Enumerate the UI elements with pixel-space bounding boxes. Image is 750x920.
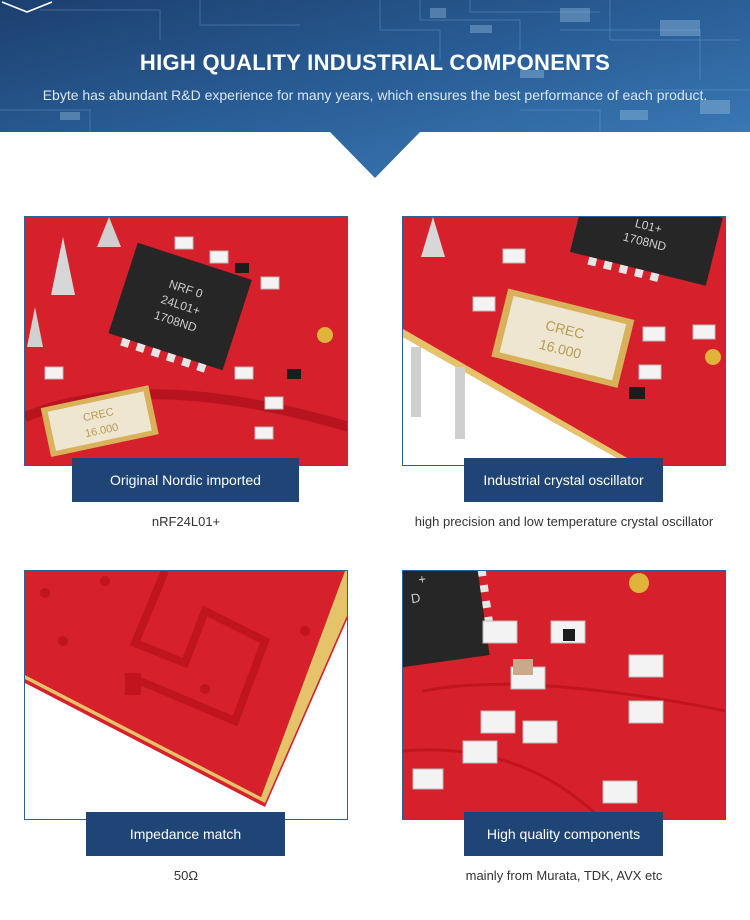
feature-label: Industrial crystal oscillator [464,458,663,502]
feature-card-nordic: NRF 0 24L01+ 1708ND CREC 16.000 Original [24,216,348,529]
page-subtitle: Ebyte has abundant R&D experience for ma… [42,87,708,103]
chevron-down-icon [1,1,53,13]
feature-caption: mainly from Murata, TDK, AVX etc [465,868,663,883]
feature-caption: 50Ω [173,868,199,883]
chip-marking-line: D [410,590,421,606]
chip-marking-line: + [417,571,427,587]
feature-card-components: + D High quality components mainly from … [402,570,726,883]
feature-caption: nRF24L01+ [151,514,221,529]
feature-label: Original Nordic imported [72,458,299,502]
feature-image-smd-components: + D [402,570,726,820]
feature-image-nordic-chip: NRF 0 24L01+ 1708ND CREC 16.000 [24,216,348,466]
page-title: HIGH QUALITY INDUSTRIAL COMPONENTS [139,50,611,75]
feature-caption: high precision and low temperature cryst… [414,514,714,529]
feature-image-crystal-oscillator: L01+ 1708ND CREC 16.000 [402,216,726,466]
header-banner: HIGH QUALITY INDUSTRIAL COMPONENTS Ebyte… [0,0,750,178]
chip-marking-line: L01+ [634,217,664,236]
banner-background [0,0,750,178]
feature-image-impedance-antenna [24,570,348,820]
feature-card-crystal: L01+ 1708ND CREC 16.000 Industrial cryst… [402,216,726,529]
feature-card-impedance: Impedance match 50Ω [24,570,348,883]
feature-label: Impedance match [86,812,285,856]
feature-label: High quality components [464,812,663,856]
